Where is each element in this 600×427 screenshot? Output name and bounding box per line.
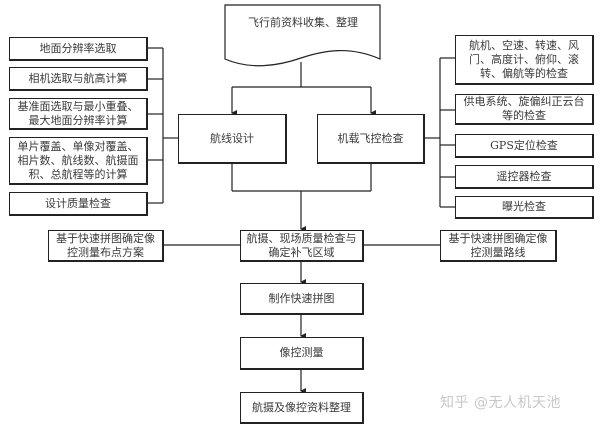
flight-control-item-label: 曝光检查 [502, 200, 546, 213]
flight-control-item-label: 供电系统、旋偏纠正云台等的检查 [463, 95, 585, 122]
route-design-item: 单片覆盖、单像对覆盖、相片数、航线数、航摄面积、总航程等的计算 [9, 137, 148, 185]
flight-control-item-label: 遥控器检查 [496, 169, 552, 183]
control-point-layout-node: 基于快速拼图确定像控测量布点方案 [48, 230, 164, 262]
step-label: 制作快速拼图 [268, 291, 335, 305]
start-document-shape [224, 4, 381, 67]
route-design-item-label: 设计质量检查 [45, 196, 111, 210]
control-survey-route-label: 基于快速拼图确定像控测量路线 [448, 231, 548, 259]
start-node-label: 飞行前资料收集、整理 [248, 16, 358, 29]
route-design-item: 地面分辨率选取 [9, 37, 148, 61]
flight-control-item-label: 航机、空速、转速、风门、高度计、俯仰、滚转、偏航等的检查 [469, 38, 579, 80]
step-node: 航摄及像控资料整理 [240, 392, 364, 424]
flight-control-check-node: 机载飞控检查 [317, 114, 425, 164]
aerial-check-label: 航摄、现场质量检查与确定补飞区域 [246, 231, 357, 259]
left-bracket [147, 47, 178, 204]
route-design-item-label: 地面分辨率选取 [39, 41, 117, 55]
flight-control-item: GPS定位检查 [455, 134, 594, 158]
aerial-check-node: 航摄、现场质量检查与确定补飞区域 [240, 230, 364, 262]
route-design-node: 航线设计 [178, 114, 287, 164]
control-point-layout-label: 基于快速拼图确定像控测量布点方案 [56, 231, 155, 259]
control-survey-route-node: 基于快速拼图确定像控测量路线 [440, 230, 557, 262]
route-design-item: 基准面选取与最小重叠、最大地面分辨率计算 [9, 98, 148, 130]
step-node: 制作快速拼图 [240, 283, 364, 315]
split-connector [231, 62, 376, 116]
route-design-item-label: 基准面选取与最小重叠、最大地面分辨率计算 [17, 99, 139, 127]
route-design-item-label: 相机选取与航高计算 [28, 71, 128, 85]
flight-control-item-label: GPS定位检查 [490, 138, 558, 152]
route-design-item: 设计质量检查 [9, 192, 148, 216]
watermark: 知乎 @无人机天池 [440, 395, 561, 411]
flight-control-item: 曝光检查 [455, 196, 594, 219]
flight-control-check-label: 机载飞控检查 [337, 131, 404, 145]
route-design-item: 相机选取与航高计算 [9, 67, 148, 91]
flight-control-item: 航机、空速、转速、风门、高度计、俯仰、滚转、偏航等的检查 [455, 35, 594, 85]
step-label: 像控测量 [279, 346, 324, 359]
flight-control-item: 遥控器检查 [455, 165, 594, 189]
right-bracket [424, 57, 455, 208]
step-node: 像控测量 [240, 337, 364, 370]
route-design-item-label: 单片覆盖、单像对覆盖、相片数、航线数、航摄面积、总航程等的计算 [17, 139, 139, 181]
step-label: 航摄及像控资料整理 [252, 400, 351, 414]
flight-control-item: 供电系统、旋偏纠正云台等的检查 [455, 94, 594, 125]
route-design-label: 航线设计 [210, 131, 254, 145]
merge-connector [231, 163, 372, 232]
